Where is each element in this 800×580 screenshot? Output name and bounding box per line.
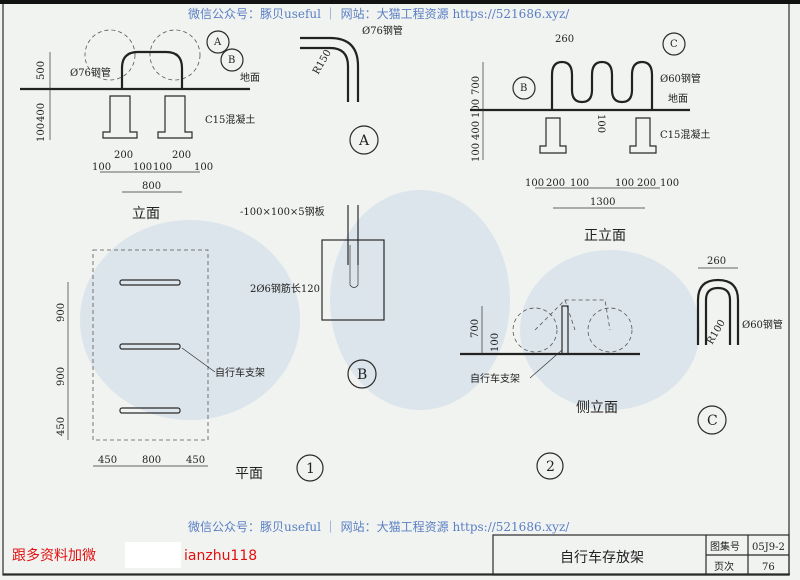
detail-label: A <box>358 133 370 149</box>
ground-label: 地面 <box>668 92 688 105</box>
callout-b: B <box>520 83 527 94</box>
dim-500: 500 <box>36 61 47 80</box>
concrete-label: C15混凝土 <box>660 128 710 141</box>
view-number: 1 <box>306 461 315 477</box>
atlas-number: 05J9-2 <box>752 542 785 553</box>
dim: 100 <box>194 162 213 173</box>
dim: 450 <box>186 455 205 466</box>
dim: 800 <box>142 455 161 466</box>
page-number: 76 <box>762 562 775 573</box>
concrete-label: C15混凝土 <box>205 113 255 126</box>
dim-260: 260 <box>707 256 726 267</box>
promo-id: ianzhu118 <box>184 548 257 564</box>
dim: 100 <box>92 162 111 173</box>
dim: 200 <box>546 178 565 189</box>
dim: 100 <box>133 162 152 173</box>
detail-label: C <box>707 413 718 429</box>
view-title: 侧立面 <box>576 400 618 416</box>
view-title: 正立面 <box>584 228 626 244</box>
view-number: 2 <box>546 459 555 475</box>
dim: 100 <box>570 178 589 189</box>
dim-total: 800 <box>142 181 161 192</box>
rebar-label: 2Ø6钢筋长120 <box>250 282 320 295</box>
pipe-label: Ø60钢管 <box>660 72 701 85</box>
dim-400: 400 <box>471 121 482 140</box>
rack-label: 自行车支架 <box>215 366 265 379</box>
atlas-label: 图集号 <box>710 540 740 553</box>
promo-text: 跟多资料加微 <box>12 547 96 564</box>
dim: 100 <box>660 178 679 189</box>
dim-total: 1300 <box>590 197 615 208</box>
title-block: 自行车存放架 图集号 05J9-2 页次 76 <box>3 534 790 576</box>
drawing-title: 自行车存放架 <box>560 549 644 566</box>
dim-100: 100 <box>471 99 482 118</box>
dim-450: 450 <box>56 417 67 436</box>
dim-260: 260 <box>555 34 574 45</box>
detail-c: 260 R100 Ø60钢管 C <box>696 256 783 435</box>
dim-100: 100 <box>36 123 47 142</box>
rack-label: 自行车支架 <box>470 372 520 385</box>
elevation-view: 500 400 100 Ø76钢管 地面 C15混凝土 A B 100 200 … <box>20 29 260 222</box>
watermark-shape <box>80 220 300 420</box>
pipe-label: Ø76钢管 <box>70 66 111 79</box>
view-title: 立面 <box>132 206 160 222</box>
pipe-label: Ø76钢管 <box>362 24 403 37</box>
dim-900: 900 <box>56 367 67 386</box>
ground-label: 地面 <box>240 71 260 84</box>
dim: 100 <box>525 178 544 189</box>
watermark-top: 微信公众号：豚贝useful ｜ 网站：大猫工程资源 https://52168… <box>188 6 570 21</box>
watermark-bottom: 微信公众号：豚贝useful ｜ 网站：大猫工程资源 https://52168… <box>188 519 570 534</box>
pipe-label: Ø60钢管 <box>742 318 783 331</box>
plan-view: 900 900 450 自行车支架 450 800 450 平面 1 <box>56 249 324 482</box>
dim: 200 <box>172 150 191 161</box>
dim-900: 900 <box>56 303 67 322</box>
radius-label: R100 <box>705 318 728 347</box>
dim: 100 <box>615 178 634 189</box>
dim-700: 700 <box>470 319 481 338</box>
callout-b: B <box>228 55 235 66</box>
side-elevation-view: 700 100 自行车支架 侧立面 2 <box>460 299 640 480</box>
dim: 200 <box>637 178 656 189</box>
detail-label: B <box>357 367 367 383</box>
dim: 450 <box>98 455 117 466</box>
page-label: 页次 <box>714 560 734 573</box>
dim: 200 <box>114 150 133 161</box>
front-elevation-view: 260 700 100 400 100 100 Ø60钢管 地面 C15混凝土 … <box>470 32 710 244</box>
callout-c: C <box>670 39 678 50</box>
dim-400: 400 <box>36 103 47 122</box>
dim-100: 100 <box>471 143 482 162</box>
plate-label: -100×100×5钢板 <box>240 205 325 218</box>
radius-label: R150 <box>311 48 334 77</box>
dim-100: 100 <box>595 114 606 133</box>
callout-a: A <box>213 37 222 48</box>
detail-b: -100×100×5钢板 2Ø6钢筋长120 B <box>240 205 385 389</box>
dim-100: 100 <box>490 333 501 352</box>
dim: 100 <box>153 162 172 173</box>
dim-700: 700 <box>471 76 482 95</box>
redaction-box <box>125 542 181 568</box>
detail-a: Ø76钢管 R150 A <box>300 24 403 155</box>
view-title: 平面 <box>235 466 263 482</box>
